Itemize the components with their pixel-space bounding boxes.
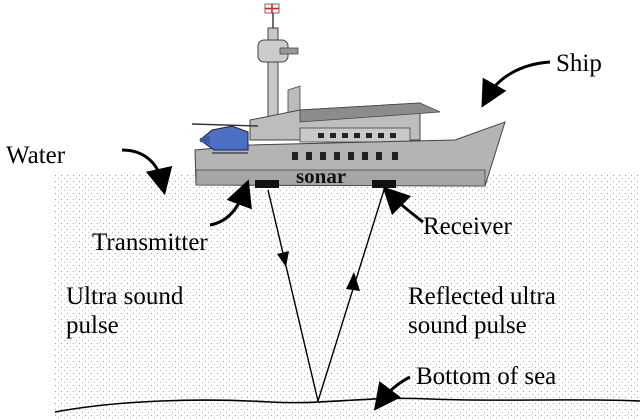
reflected-pulse-arrowhead: [346, 272, 360, 291]
pulse-label-line2: pulse: [66, 312, 119, 339]
receiver-unit: [372, 180, 396, 188]
outgoing-pulse-arrowhead: [277, 251, 289, 267]
water-pointer-arrow: [121, 148, 173, 196]
ship-label: Ship: [556, 50, 602, 77]
reflected-label-line2: sound pulse: [408, 312, 527, 339]
ship-icon: [194, 12, 506, 188]
ultrasound-pulse-label: Ultra sound pulse: [66, 282, 183, 340]
bottom-of-sea-label: Bottom of sea: [416, 363, 557, 390]
transmitter-unit: [255, 180, 279, 188]
sea-water: [55, 175, 640, 419]
receiver-label: Receiver: [423, 213, 512, 240]
helicopter-icon: [191, 123, 259, 154]
receiver-pointer-arrow: [382, 186, 424, 224]
sonar-label: sonar: [296, 164, 346, 188]
ship-pointer-arrow: [481, 60, 551, 108]
bottom-pointer-arrow: [373, 375, 411, 411]
pulse-label-line1: Ultra sound: [66, 283, 184, 310]
flag-icon: [264, 3, 280, 14]
transmitter-label: Transmitter: [92, 229, 208, 256]
reflected-pulse-label: Reflected ultra sound pulse: [408, 282, 556, 340]
transmitter-pointer-arrow: [209, 179, 252, 227]
outgoing-pulse-path: [267, 189, 319, 402]
reflected-pulse-path: [317, 189, 385, 402]
sea-bed: [54, 397, 640, 413]
reflected-label-line1: Reflected ultra: [408, 283, 556, 310]
water-label: Water: [6, 142, 66, 169]
